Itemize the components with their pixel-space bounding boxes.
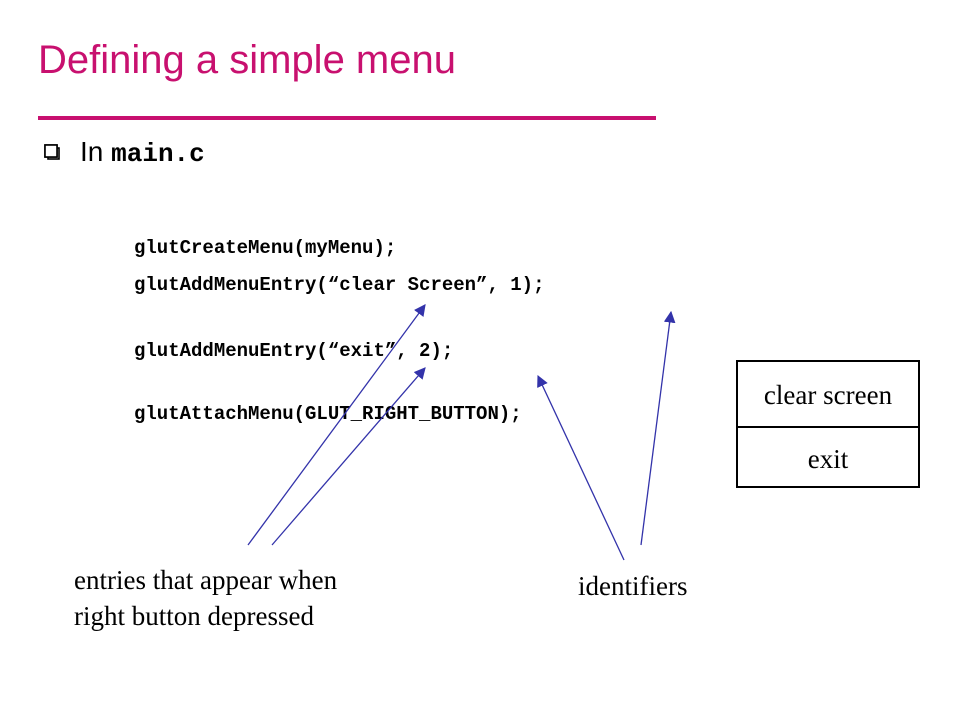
annotation-identifiers: identifiers: [578, 571, 688, 601]
code-line-attach-menu: glutAttachMenu(GLUT_RIGHT_BUTTON);: [134, 403, 522, 425]
menu-item-exit[interactable]: exit: [738, 426, 918, 490]
bullet-text: In main.c: [80, 136, 205, 169]
menu-item-clear-screen[interactable]: clear screen: [763, 380, 893, 410]
bullet-prefix: In: [80, 136, 112, 167]
slide-title: Defining a simple menu: [38, 38, 456, 82]
arrow-entries-to-exit: [271, 367, 426, 546]
annotation-entries-line2: right button depressed: [74, 601, 314, 631]
code-line-add-entry-clear: glutAddMenuEntry(“clear Screen”, 1);: [134, 274, 545, 296]
code-line-add-entry-exit: glutAddMenuEntry(“exit”, 2);: [134, 340, 454, 362]
annotation-entries-line1: entries that appear when: [74, 565, 338, 595]
code-line-create-menu: glutCreateMenu(myMenu);: [134, 237, 397, 259]
arrow-identifiers-to-1: [640, 310, 676, 546]
arrow-entries-to-clear: [247, 304, 426, 546]
title-underline: [38, 116, 656, 120]
bullet-filename: main.c: [111, 139, 205, 169]
popup-menu: clear screen exit: [736, 360, 920, 488]
arrow-identifiers-to-2: [537, 374, 625, 561]
checkbox-bullet-icon: [44, 144, 60, 160]
